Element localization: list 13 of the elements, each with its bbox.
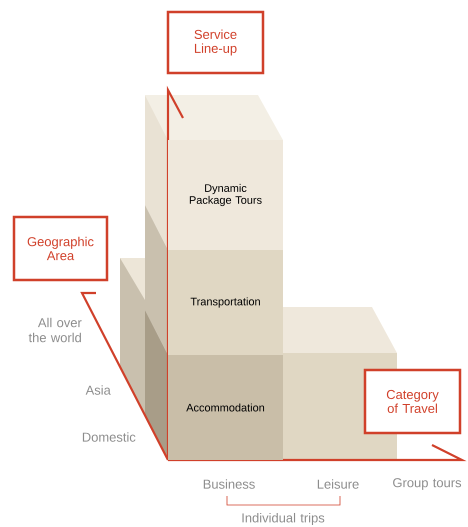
block-face: Accommodation [168,355,283,460]
axis-label: Group tours [393,478,462,490]
block-face: Transportation [168,250,283,355]
axis-label: All over the world [28,318,82,342]
axis-title-box: Category of Travel [364,368,462,434]
axis-label: Individual trips [242,512,324,526]
axis-title-box: Geographic Area [12,216,108,282]
axis-label: Asia [86,385,111,395]
axis-title-box: Service Line-up [166,10,264,74]
axis-label: Business [204,479,255,489]
axis-label: Domestic [82,432,136,442]
axis-label: Leisure [318,479,359,489]
block-face: Dynamic Package Tours [168,140,283,250]
